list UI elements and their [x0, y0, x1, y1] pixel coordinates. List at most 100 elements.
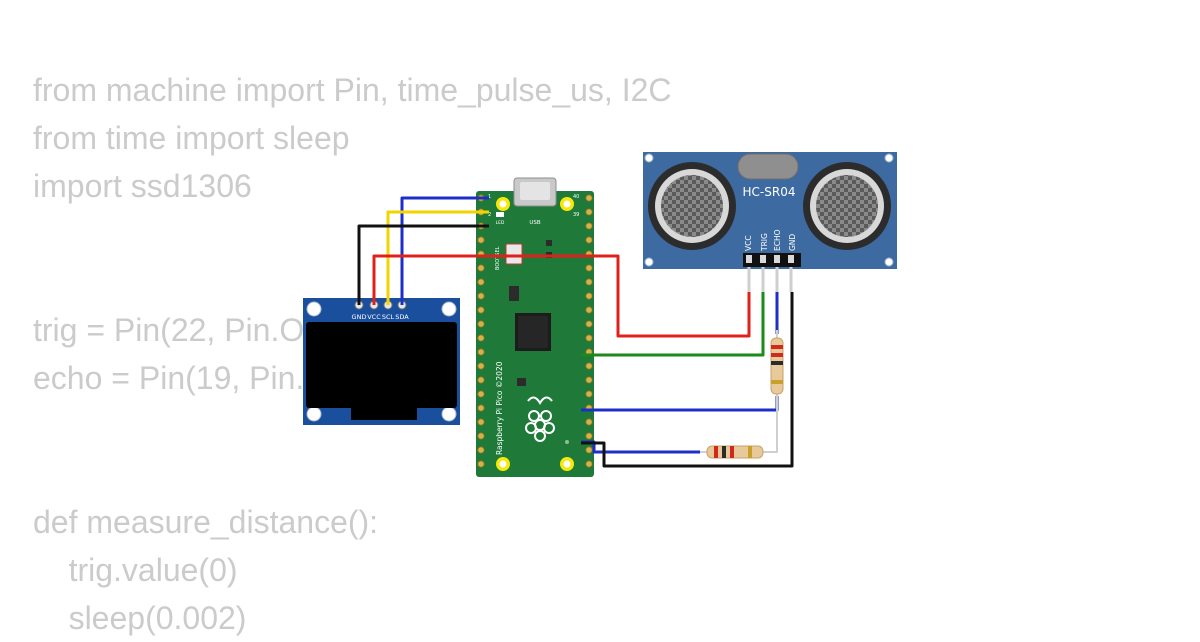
resistor-lead	[765, 396, 778, 453]
resistor-band	[771, 345, 783, 349]
wire-trig[interactable]	[581, 292, 765, 357]
mounting-hole	[644, 257, 654, 267]
mounting-hole	[884, 153, 894, 163]
crystal-oscillator	[737, 153, 799, 180]
pico-header-pad	[585, 320, 593, 328]
resistor-band	[714, 446, 718, 458]
bootsel-label: BOOTSEL	[495, 246, 501, 270]
pico-header-pad	[477, 446, 485, 454]
pico-header-pad	[585, 306, 593, 314]
oled-display[interactable]: GND VCC SCL SDA	[303, 298, 460, 425]
code-line: def measure_distance():	[33, 504, 379, 540]
pico-header-pad	[477, 432, 485, 440]
pico-header-pad	[477, 348, 485, 356]
mounting-hole-center	[499, 200, 507, 208]
pico-header-pad	[477, 390, 485, 398]
code-line: echo = Pin(19, Pin.	[33, 360, 305, 396]
sensor-header	[743, 253, 801, 267]
raspberry-pi-pico[interactable]: USB LED 1 2 40 39 BOOTSEL Raspberry Pi P…	[476, 177, 594, 477]
mounting-hole	[884, 257, 894, 267]
mounting-hole	[441, 301, 457, 317]
pico-header-pad	[585, 236, 593, 244]
sensor-model-label: HC-SR04	[743, 185, 796, 199]
wire-sda[interactable]	[400, 196, 489, 305]
pico-header-pad	[477, 460, 485, 468]
bootsel-button[interactable]	[505, 243, 523, 265]
mounting-hole-center	[563, 200, 571, 208]
oled-ribbon	[351, 406, 417, 420]
pico-header-pad	[477, 292, 485, 300]
wire-oled-gnd[interactable]	[357, 224, 489, 305]
pico-header-pad	[585, 376, 593, 384]
pico-header-pad	[585, 208, 593, 216]
resistor-band	[730, 446, 734, 458]
smd-part	[546, 240, 552, 246]
wire-echo-divider[interactable]	[581, 396, 779, 412]
pico-header-pad	[585, 460, 593, 468]
code-line: trig.value(0)	[33, 552, 238, 588]
pico-header-pad	[477, 320, 485, 328]
sensor-pin-label: TRIG	[760, 233, 769, 252]
pico-header-pad	[477, 418, 485, 426]
smd-part	[517, 378, 526, 386]
pin-number-label: 39	[573, 212, 579, 218]
code-line: import ssd1306	[33, 168, 252, 204]
code-line: trig = Pin(22, Pin.O	[33, 312, 305, 348]
mounting-hole	[441, 406, 457, 422]
mounting-hole-center	[499, 460, 507, 468]
resistor-band	[771, 380, 783, 384]
pico-header-pad	[585, 222, 593, 230]
pin-number-label: 1	[488, 194, 491, 200]
usb-label: USB	[529, 220, 541, 226]
resistor-band	[748, 446, 752, 458]
sensor-pin-vcc[interactable]	[746, 255, 752, 263]
resistor-band	[722, 446, 726, 458]
sensor-pin-label: VCC	[744, 235, 753, 251]
wire-vcc[interactable]	[372, 254, 751, 338]
usb-port	[520, 182, 550, 200]
pico-header-pad	[585, 292, 593, 300]
wire-sensor-gnd[interactable]	[581, 292, 794, 468]
sensor-pin-label: ECHO	[773, 229, 782, 251]
oled-screen	[306, 322, 457, 408]
resistor-vertical[interactable]	[770, 330, 784, 400]
pico-header-pad	[585, 264, 593, 272]
oled-pin-label: GND	[352, 313, 367, 321]
resistor-band	[771, 361, 783, 365]
test-point	[565, 440, 569, 444]
mounting-hole-center	[563, 460, 571, 468]
pico-header-pad	[477, 278, 485, 286]
oled-pin-label: SCL	[382, 313, 395, 321]
pico-pin-rows	[477, 194, 593, 468]
pico-header-pad	[585, 390, 593, 398]
pico-board-label: Raspberry Pi Pico ©2020	[495, 361, 504, 455]
hc-sr04-sensor[interactable]: HC-SR04 VCC TRIG ECHO GND	[643, 152, 897, 292]
pico-header-pad	[585, 278, 593, 286]
raspberry-logo-icon	[525, 396, 555, 442]
pin-number-label: 2	[488, 212, 491, 218]
pico-header-pad	[477, 334, 485, 342]
pico-header-pad	[477, 362, 485, 370]
led-label: LED	[496, 220, 505, 226]
pico-header-pad	[585, 334, 593, 342]
code-line: from machine import Pin, time_pulse_us, …	[33, 72, 672, 108]
smd-part	[509, 286, 519, 301]
pin-number-label: 40	[573, 194, 579, 200]
pico-header-pad	[585, 432, 593, 440]
pico-header-pad	[585, 194, 593, 202]
sensor-pin-echo[interactable]	[774, 255, 780, 263]
ultrasonic-receiver	[803, 162, 891, 250]
sensor-pin-trig[interactable]	[760, 255, 766, 263]
wire-scl[interactable]	[386, 210, 489, 305]
led	[496, 212, 504, 217]
resistor-band	[771, 353, 783, 357]
pico-header-pad	[477, 306, 485, 314]
mounting-hole	[306, 406, 322, 422]
oled-pin-label: SDA	[395, 313, 409, 321]
resistor-horizontal[interactable]	[700, 445, 770, 459]
oled-pin-label: VCC	[367, 313, 381, 321]
ultrasonic-transmitter	[648, 162, 736, 250]
pico-header-pad	[585, 362, 593, 370]
sensor-pin-gnd[interactable]	[788, 255, 794, 263]
